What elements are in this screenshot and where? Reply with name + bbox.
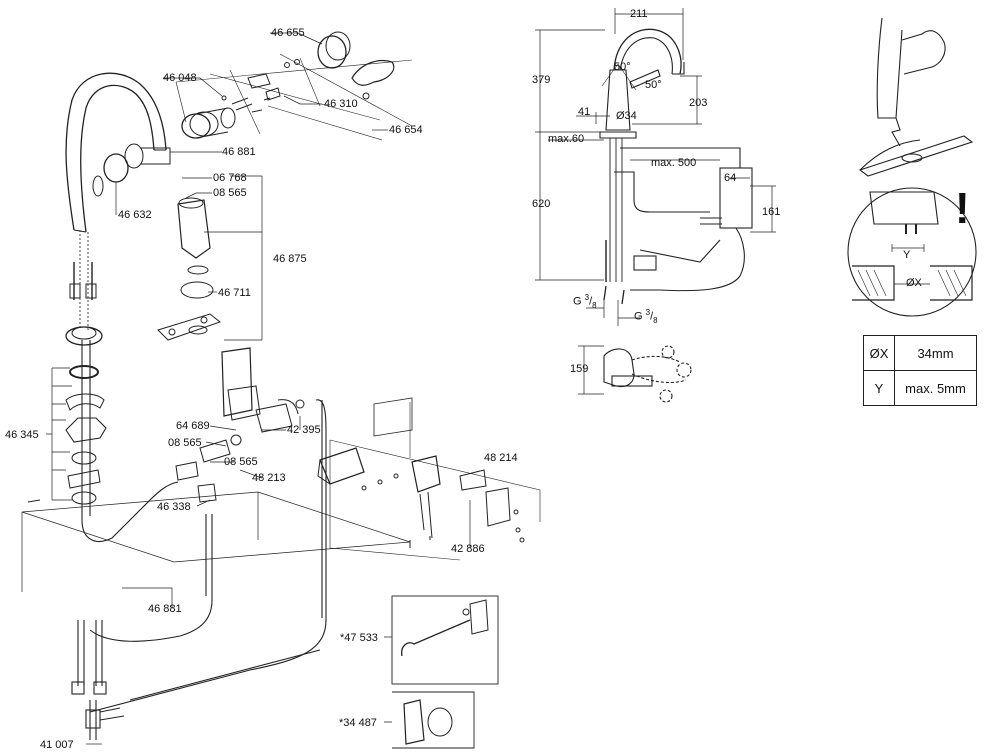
part-number-label: 08 565 bbox=[168, 437, 202, 449]
part-number-label: 46 655 bbox=[271, 27, 305, 39]
warning-icon: ! bbox=[955, 184, 970, 233]
detail-illustration bbox=[847, 17, 977, 317]
dimension-label: 620 bbox=[532, 198, 551, 210]
spec-key: Y bbox=[863, 370, 895, 406]
valve-cartridge bbox=[175, 31, 413, 141]
part-number-label: *34 487 bbox=[339, 717, 377, 729]
spray-head-parts bbox=[103, 143, 222, 341]
thread-slash: / bbox=[650, 310, 654, 323]
part-number-label: 46 875 bbox=[273, 253, 307, 265]
dimension-label: Ø34 bbox=[616, 110, 637, 122]
dimension-label: 50° bbox=[645, 79, 662, 91]
dimension-label: 50° bbox=[614, 61, 631, 73]
dimension-label: max.60 bbox=[548, 133, 585, 145]
dimension-top-view bbox=[603, 345, 692, 403]
dimension-label: 203 bbox=[689, 97, 708, 109]
thread-prefix: G bbox=[573, 295, 585, 308]
part-number-label: 46 711 bbox=[218, 287, 251, 299]
dimension-faucet bbox=[599, 28, 753, 305]
part-number-label: 48 214 bbox=[484, 452, 518, 464]
part-number-label: 46 654 bbox=[389, 124, 423, 136]
part-number-label: 42 395 bbox=[287, 424, 321, 436]
part-number-label: 46 881 bbox=[148, 603, 182, 615]
part-number-label: 46 632 bbox=[118, 209, 152, 221]
dimension-lines bbox=[535, 8, 776, 395]
spec-key: ØX bbox=[863, 335, 895, 371]
thread-size-label: G 3/8 bbox=[573, 292, 597, 312]
part-number-label: *47 533 bbox=[340, 632, 378, 644]
part-number-label: 46 048 bbox=[163, 72, 197, 84]
thread-slash: / bbox=[589, 295, 593, 308]
faucet-body bbox=[65, 72, 167, 330]
spec-table: ØX 34mm Y max. 5mm bbox=[863, 335, 977, 406]
spec-row-x: ØX 34mm bbox=[863, 335, 977, 371]
part-number-label: 08 565 bbox=[224, 456, 258, 468]
thread-numerator: 3 bbox=[584, 293, 590, 302]
part-number-label: 06 768 bbox=[213, 172, 247, 184]
thread-numerator: 3 bbox=[645, 308, 651, 317]
dimension-label: 211 bbox=[630, 8, 648, 20]
dimension-label: 159 bbox=[570, 363, 589, 375]
leader-lines bbox=[46, 32, 471, 745]
optional-parts bbox=[391, 595, 499, 749]
spec-row-y: Y max. 5mm bbox=[863, 370, 977, 406]
part-number-label: 41 007 bbox=[40, 739, 74, 751]
part-number-label: 08 565 bbox=[213, 187, 247, 199]
dimension-label: 41 bbox=[578, 106, 591, 118]
dimension-label: 379 bbox=[532, 74, 551, 86]
hoses bbox=[71, 340, 327, 740]
thread-size-label: G 3/8 bbox=[634, 307, 658, 327]
thread-prefix: G bbox=[634, 310, 646, 323]
control-box-assembly bbox=[21, 347, 541, 592]
part-number-label: 46 881 bbox=[222, 146, 256, 158]
part-number-label: 64 689 bbox=[176, 420, 210, 432]
part-number-label: 46 310 bbox=[324, 98, 358, 110]
detail-label: Y bbox=[903, 249, 911, 261]
thread-denominator: 8 bbox=[653, 315, 658, 325]
part-number-label: 42 886 bbox=[451, 543, 485, 555]
mounting-parts bbox=[27, 326, 107, 505]
detail-label: ØX bbox=[906, 277, 922, 289]
spec-value: max. 5mm bbox=[894, 370, 977, 406]
part-number-label: 46 345 bbox=[5, 429, 39, 441]
dimension-label: 161 bbox=[762, 206, 781, 218]
spec-value: 34mm bbox=[894, 335, 977, 371]
part-number-label: 48 213 bbox=[252, 472, 286, 484]
thread-denominator: 8 bbox=[592, 300, 597, 310]
part-number-label: 46 338 bbox=[157, 501, 191, 513]
dimension-label: max. 500 bbox=[651, 157, 697, 169]
dimension-label: 64 bbox=[724, 172, 737, 184]
